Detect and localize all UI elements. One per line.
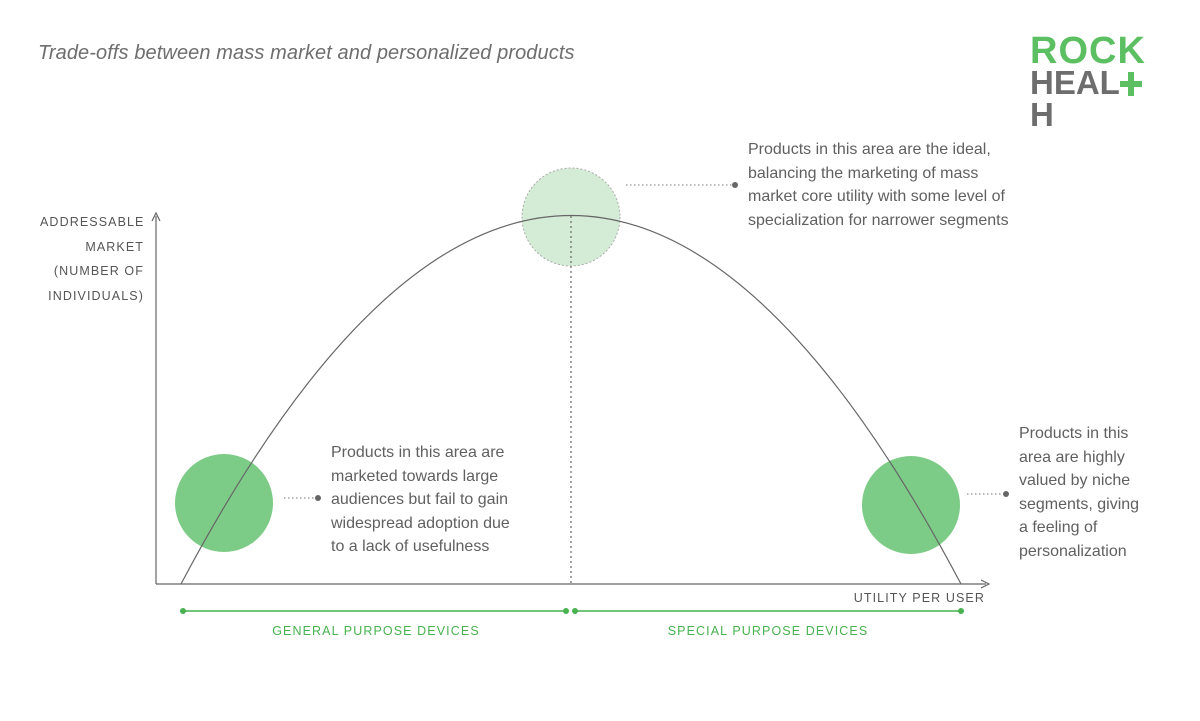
general-segment-start-dot xyxy=(180,608,186,614)
y-axis-label: ADDRESSABLE MARKET (NUMBER OF INDIVIDUAL… xyxy=(40,215,145,303)
y-axis-arrow-icon xyxy=(151,211,161,222)
special-segment-end-dot xyxy=(958,608,964,614)
right-leader-dot xyxy=(1003,491,1009,497)
adoption-curve xyxy=(180,214,962,585)
general-segment-end-dot xyxy=(563,608,569,614)
general-zone-circle xyxy=(175,454,273,552)
logo-health-b: H xyxy=(1030,96,1054,133)
general-zone-annotation: Products in this area are marketed towar… xyxy=(331,444,510,555)
special-segment-start-dot xyxy=(572,608,578,614)
niche-zone-circle xyxy=(862,456,960,554)
chart-title: Trade-offs between mass market and perso… xyxy=(38,42,575,64)
x-axis-label: UTILITY PER USER xyxy=(853,591,985,605)
ideal-zone-annotation: Products in this area are the ideal, bal… xyxy=(748,141,1009,229)
logo-plus-icon xyxy=(1119,72,1142,96)
niche-zone-annotation: Products in this area are highly valued … xyxy=(1019,425,1140,560)
x-axis-arrow-icon xyxy=(980,579,991,589)
general-purpose-label: GENERAL PURPOSE DEVICES xyxy=(272,624,480,638)
special-purpose-label: SPECIAL PURPOSE DEVICES xyxy=(667,624,869,638)
left-leader-dot xyxy=(315,495,321,501)
logo-line-rock: ROCK xyxy=(1030,30,1146,72)
logo-health-a: HEAL xyxy=(1030,64,1120,101)
top-leader-dot xyxy=(732,182,738,188)
